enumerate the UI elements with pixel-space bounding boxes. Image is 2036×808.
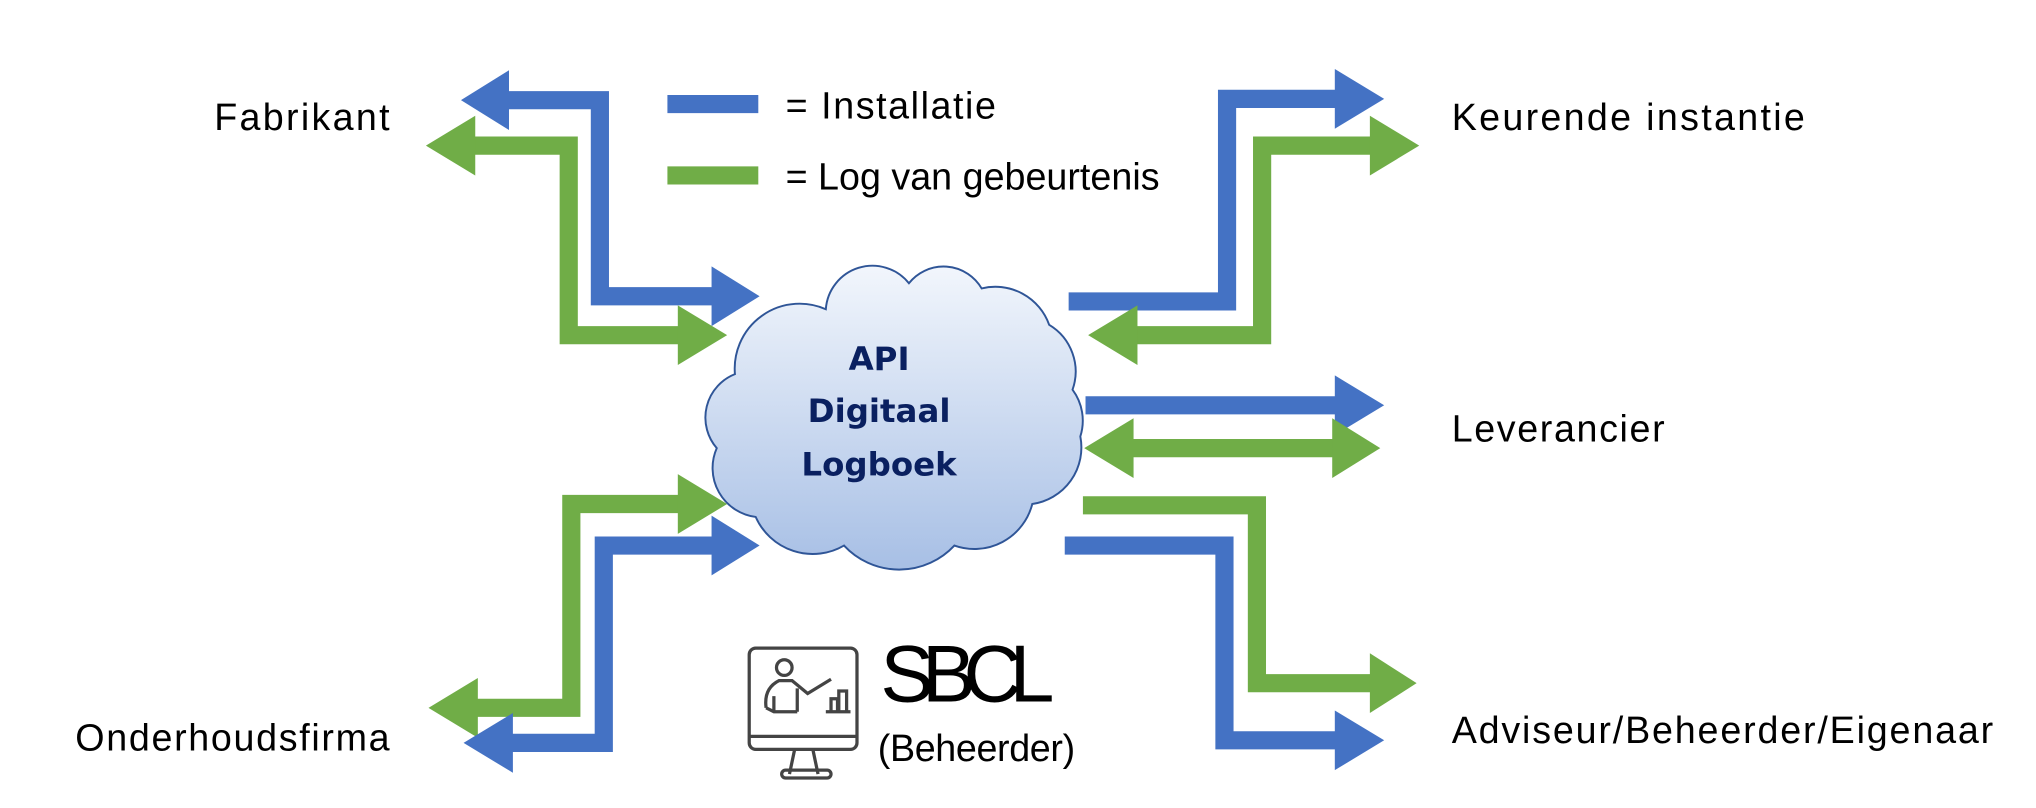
party-onderhoudsfirma: Onderhoudsfirma [75, 717, 389, 759]
admin-name: SBCL [880, 629, 1054, 719]
installatie-arrow-shaft [510, 536, 715, 752]
log-arrow-shaft [1134, 136, 1373, 345]
legend-installatie-label: = Installatie [786, 84, 996, 126]
arrow-head-left [428, 677, 478, 738]
arrow-head-right [1369, 115, 1420, 176]
arrows-adviseur [1064, 496, 1417, 771]
cloud-line-logboek: Logboek [801, 445, 958, 483]
arrow-head-right [1334, 68, 1385, 129]
arrow-head-left [463, 713, 513, 773]
api-cloud: API Digitaal Logboek [704, 264, 1084, 571]
legend: = Installatie = Log van gebeurtenis [667, 84, 1160, 198]
log-arrow-shaft [475, 494, 681, 717]
cloud-line-digitaal: Digitaal [808, 392, 951, 430]
cloud-line-api: API [849, 340, 910, 378]
log-arrow-shaft [1082, 496, 1373, 693]
arrow-head-left [1084, 418, 1134, 479]
arrows-fabrikant [425, 70, 760, 366]
party-adviseur-beheerder-eigenaar: Adviseur/Beheerder/Eigenaar [1452, 709, 1993, 751]
cloud-shape [704, 264, 1084, 571]
arrows-onderhoud [428, 474, 760, 773]
arrow-head-right [711, 515, 760, 576]
legend-log-label: = Log van gebeurtenis [786, 156, 1160, 198]
arrow-head-right [1334, 375, 1385, 436]
party-fabrikant: Fabrikant [214, 96, 390, 138]
arrow-head-left [460, 70, 509, 131]
arrow-head-right [1369, 653, 1417, 714]
installatie-arrow-shaft [1064, 536, 1338, 750]
arrow-head-right [711, 266, 760, 327]
log-arrow-shaft [472, 136, 681, 345]
arrows-leverancier [1084, 375, 1385, 479]
arrow-head-right [1332, 418, 1381, 479]
arrow-head-right [677, 474, 728, 534]
party-leverancier: Leverancier [1452, 408, 1665, 450]
party-keurende-instantie: Keurende instantie [1452, 96, 1805, 138]
arrow-head-left [425, 115, 476, 176]
installatie-arrow-shaft [506, 91, 715, 306]
arrows-keurende [1068, 68, 1420, 366]
arrow-head-left [1088, 305, 1138, 366]
admin-role: (Beheerder) [878, 727, 1075, 769]
arrow-head-right [1334, 710, 1385, 771]
arrow-head-right [677, 305, 728, 366]
presentation-monitor-icon [747, 646, 859, 780]
installatie-arrow-shaft [1068, 89, 1338, 311]
